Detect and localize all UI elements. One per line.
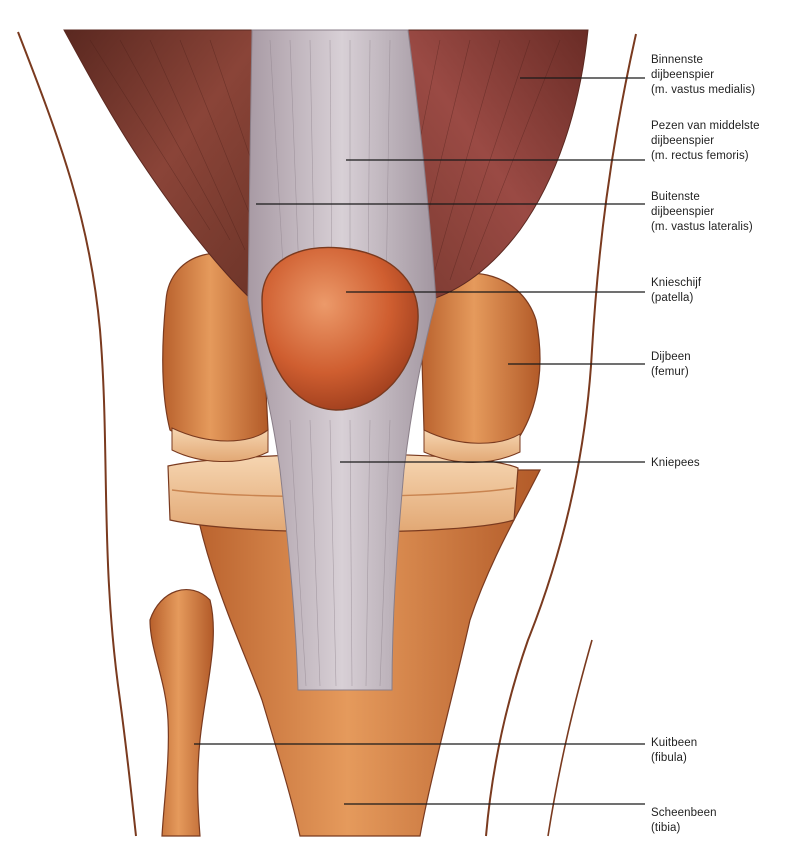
- label-line: (m. vastus medialis): [651, 83, 755, 98]
- label-line: Binnenste: [651, 53, 755, 68]
- label-vastus-lateralis: Buitenste dijbeenspier (m. vastus latera…: [651, 190, 753, 235]
- label-line: (m. vastus lateralis): [651, 220, 753, 235]
- skin-outline-left: [18, 32, 136, 836]
- label-patella: Knieschijf (patella): [651, 276, 701, 306]
- label-line: Scheenbeen: [651, 806, 717, 821]
- label-line: Dijbeen: [651, 350, 691, 365]
- label-fibula: Kuitbeen (fibula): [651, 736, 697, 766]
- label-rectus-femoris: Pezen van middelste dijbeenspier (m. rec…: [651, 119, 760, 164]
- label-line: dijbeenspier: [651, 205, 753, 220]
- label-line: Kniepees: [651, 456, 700, 471]
- label-line: (tibia): [651, 821, 717, 836]
- label-line: Buitenste: [651, 190, 753, 205]
- label-line: dijbeenspier: [651, 68, 755, 83]
- femur-condyle-right: [420, 273, 540, 447]
- label-line: dijbeenspier: [651, 134, 760, 149]
- vastus-lateralis-muscle: [64, 30, 264, 300]
- label-line: (m. rectus femoris): [651, 149, 760, 164]
- label-line: Kuitbeen: [651, 736, 697, 751]
- label-line: Knieschijf: [651, 276, 701, 291]
- label-tibia: Scheenbeen (tibia): [651, 806, 717, 836]
- label-line: Pezen van middelste: [651, 119, 760, 134]
- label-vastus-medialis: Binnenste dijbeenspier (m. vastus medial…: [651, 53, 755, 98]
- fibula: [150, 590, 213, 836]
- label-femur: Dijbeen (femur): [651, 350, 691, 380]
- label-patellar-tendon: Kniepees: [651, 456, 700, 471]
- label-line: (fibula): [651, 751, 697, 766]
- label-line: (patella): [651, 291, 701, 306]
- label-line: (femur): [651, 365, 691, 380]
